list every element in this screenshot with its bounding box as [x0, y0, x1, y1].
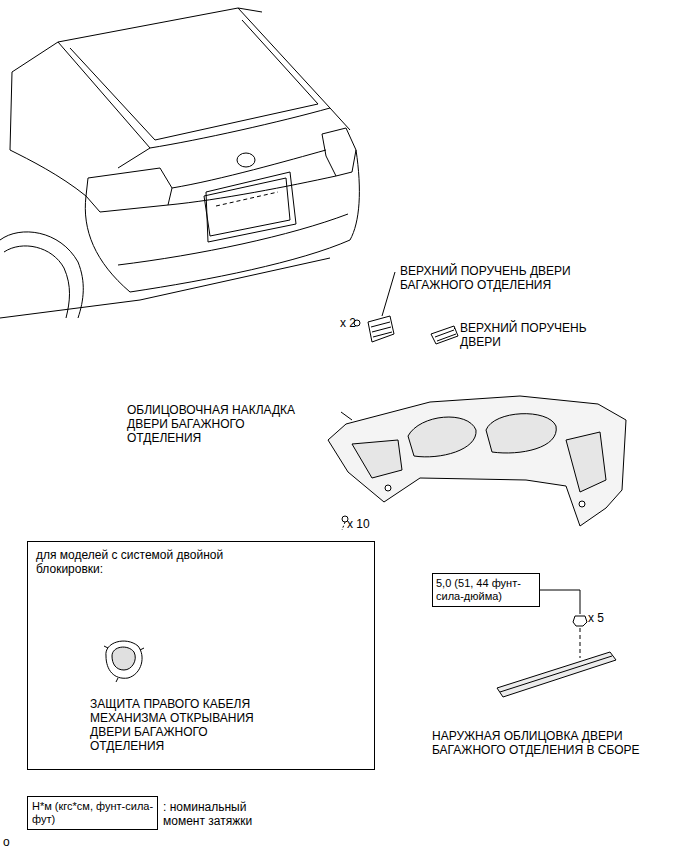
quantity-label: x 5 — [588, 611, 604, 625]
part-label: ВЕРХНИЙ ПОРУЧЕНЬ ДВЕРИ БАГАЖНОГО ОТДЕЛЕН… — [400, 264, 615, 292]
inset-box: для моделей с системой двойной блокировк… — [27, 541, 375, 770]
torque-box: 5,0 (51, 44 фунт-сила-дюйма) — [432, 573, 540, 607]
car-rear — [0, 8, 359, 318]
part-label: ОБЛИЦОВОЧНАЯ НАКЛАДКА ДВЕРИ БАГАЖНОГО ОТ… — [127, 403, 317, 445]
quantity-label: x 10 — [347, 517, 370, 531]
torque-value: 5,0 (51, 44 фунт-сила-дюйма) — [436, 577, 536, 603]
trim-panel — [328, 396, 626, 526]
outer-trim-strip — [497, 652, 616, 697]
inset-heading: для моделей с системой двойной блокировк… — [36, 548, 286, 576]
quantity-label: x 2 — [340, 316, 356, 330]
unit-legend: Н*м (кгс*см, фунт-сила-фут) — [32, 800, 154, 826]
handle-parts — [354, 316, 458, 344]
unit-box: Н*м (кгс*см, фунт-сила-фут) — [27, 796, 158, 830]
leader-line — [342, 522, 345, 530]
leader-line — [540, 590, 580, 614]
part-label: ЗАЩИТА ПРАВОГО КАБЕЛЯ МЕХАНИЗМА ОТКРЫВАН… — [90, 697, 270, 753]
legend-note: : номинальный момент затяжки — [163, 800, 278, 828]
leader-line — [382, 272, 395, 316]
part-label: ВЕРХНИЙ ПОРУЧЕНЬ ДВЕРИ — [460, 321, 610, 349]
part-label: НАРУЖНАЯ ОБЛИЦОВКА ДВЕРИ БАГАЖНОГО ОТДЕЛ… — [432, 729, 677, 757]
figure-mark: o — [3, 835, 10, 849]
cable-protector — [104, 641, 144, 682]
leader-line — [454, 328, 455, 329]
leader-line — [580, 628, 581, 658]
nut — [573, 616, 587, 626]
leader-line — [341, 412, 352, 420]
